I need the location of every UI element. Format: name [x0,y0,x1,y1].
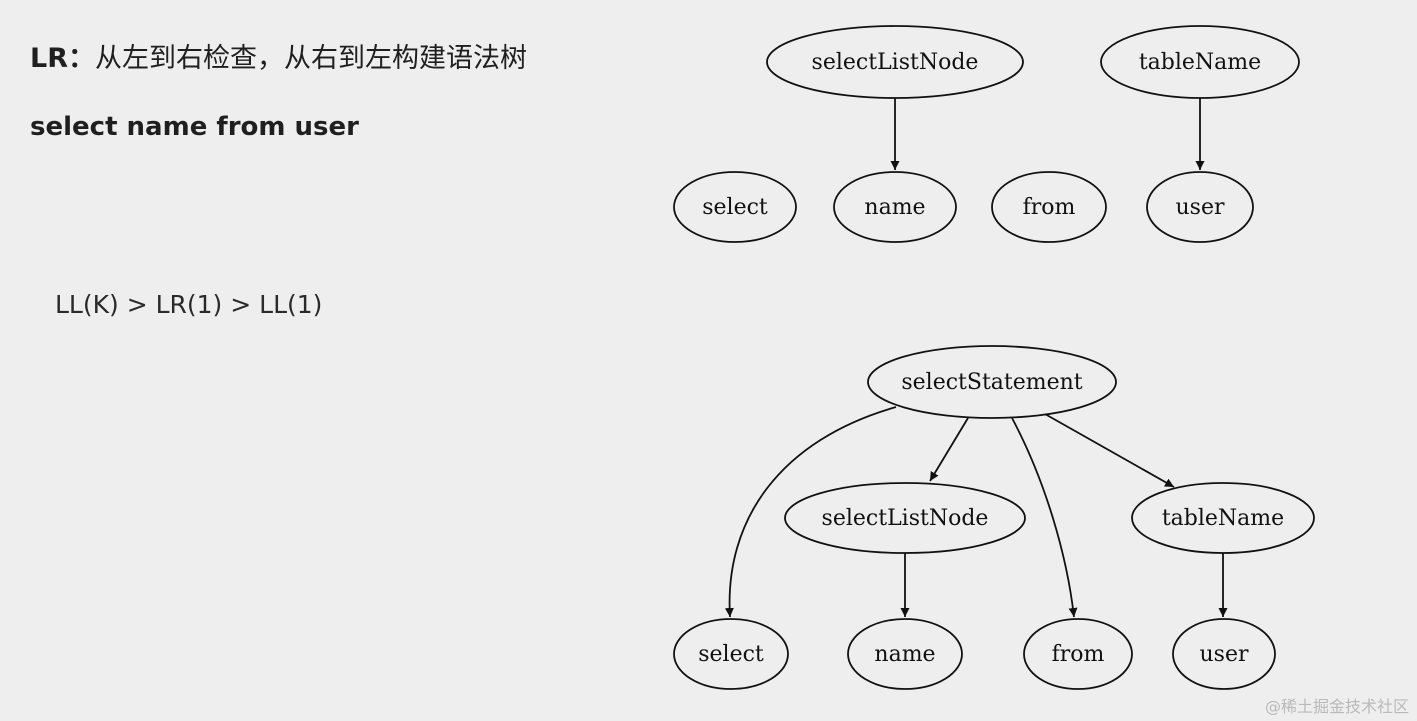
watermark: @稀土掘金技术社区 [1264,697,1409,716]
node-ellipse [991,171,1107,243]
node-label: from [1023,195,1076,220]
tree-node-name: name [833,171,957,243]
node-ellipse [766,25,1024,99]
tree-edge-selectstatement-to-select [724,406,897,618]
heading: LR：从左到右检查，从右到左构建语法树 [30,36,527,75]
node-label: selectStatement [901,370,1082,395]
node-label: name [874,642,935,667]
tree-node-name: name [847,618,963,690]
node-ellipse [847,618,963,690]
node-label: select [702,195,768,220]
parser-ordering: LL(K) > LR(1) > LL(1) [55,290,323,319]
tree-edge-selectstatement-to-selectlistnode [929,417,969,482]
node-label: tableName [1162,506,1284,531]
tree-edge-selectstatement-to-tablename [1044,413,1175,488]
node-label: selectListNode [822,506,989,531]
tree-node-from: from [991,171,1107,243]
tree-node-user: user [1146,171,1254,243]
tree-node-tablename: tableName [1131,482,1315,554]
node-ellipse [673,618,789,690]
tree-node-select: select [673,171,797,243]
node-ellipse [1100,25,1300,99]
sql-query: select name from user [30,112,359,142]
node-label: select [698,642,764,667]
heading-text: 从左到右检查，从右到左构建语法树 [95,43,527,74]
tree-node-tablename: tableName [1100,25,1300,99]
node-ellipse [867,345,1117,419]
node-label: user [1200,642,1249,667]
node-ellipse [1172,618,1276,690]
heading-prefix: LR： [30,43,95,74]
node-ellipse [1023,618,1133,690]
tree-node-select: select [673,618,789,690]
node-ellipse [833,171,957,243]
node-ellipse [1131,482,1315,554]
tree-node-from: from [1023,618,1133,690]
node-label: selectListNode [812,50,979,75]
tree-edge-selectstatement-to-from [1011,417,1078,618]
node-label: user [1176,195,1225,220]
node-label: name [864,195,925,220]
tree-node-user: user [1172,618,1276,690]
node-label: from [1052,642,1105,667]
tree-node-selectstatement: selectStatement [867,345,1117,419]
node-label: tableName [1139,50,1261,75]
tree-node-selectlistnode: selectListNode [784,482,1026,554]
node-ellipse [784,482,1026,554]
tree-node-selectlistnode: selectListNode [766,25,1024,99]
node-ellipse [1146,171,1254,243]
node-ellipse [673,171,797,243]
